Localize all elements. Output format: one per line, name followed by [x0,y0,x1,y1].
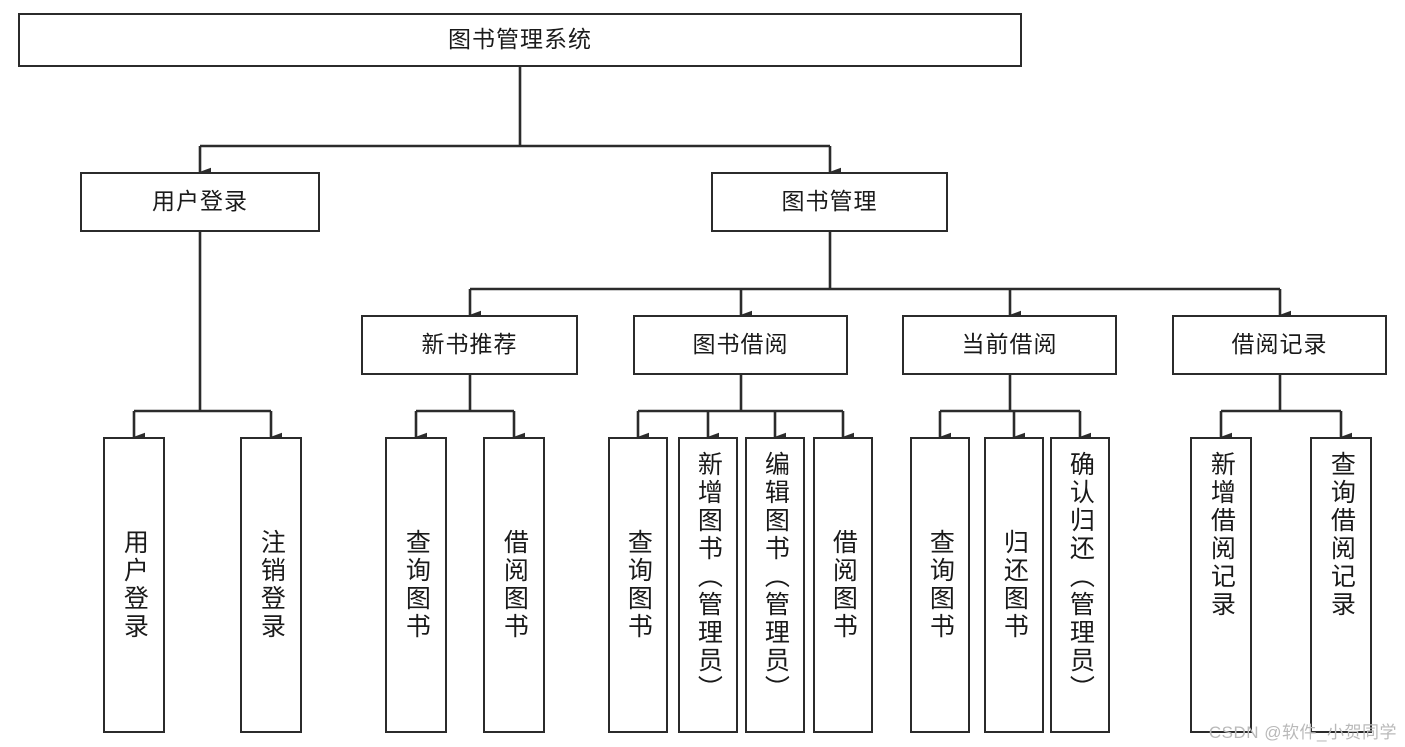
node-label: 编辑图书（管理员） [761,451,790,703]
node-leaf-bor-1[interactable]: 查询图书 [608,437,668,733]
node-label: 用户登录 [120,529,149,641]
node-borrow[interactable]: 图书借阅 [633,315,848,375]
node-root[interactable]: 图书管理系统 [18,13,1022,67]
node-label: 注销登录 [257,529,286,641]
node-bookmgmt[interactable]: 图书管理 [711,172,948,232]
node-leaf-cur-2[interactable]: 归还图书 [984,437,1044,733]
node-label: 新增图书（管理员） [694,451,723,703]
node-label: 借阅记录 [1231,331,1328,358]
node-leaf-new-1[interactable]: 查询图书 [385,437,447,733]
node-leaf-cur-3[interactable]: 确认归还（管理员） [1050,437,1110,733]
node-label: 当前借阅 [961,331,1058,358]
node-label: 查询图书 [402,529,431,641]
node-current[interactable]: 当前借阅 [902,315,1117,375]
node-leaf-bor-2[interactable]: 新增图书（管理员） [678,437,738,733]
node-leaf-rec-2[interactable]: 查询借阅记录 [1310,437,1372,733]
node-label: 用户登录 [152,188,248,215]
node-label: 新书推荐 [421,331,518,358]
node-leaf-login-2[interactable]: 注销登录 [240,437,302,733]
node-label: 图书管理 [781,188,878,215]
node-leaf-bor-4[interactable]: 借阅图书 [813,437,873,733]
node-label: 确认归还（管理员） [1066,451,1095,703]
node-label: 查询图书 [624,529,653,641]
node-label: 借阅图书 [829,529,858,641]
node-label: 借阅图书 [500,529,529,641]
node-records[interactable]: 借阅记录 [1172,315,1387,375]
node-leaf-new-2[interactable]: 借阅图书 [483,437,545,733]
node-label: 新增借阅记录 [1207,451,1236,619]
node-leaf-rec-1[interactable]: 新增借阅记录 [1190,437,1252,733]
node-leaf-bor-3[interactable]: 编辑图书（管理员） [745,437,805,733]
node-label: 查询图书 [926,529,955,641]
node-leaf-login-1[interactable]: 用户登录 [103,437,165,733]
node-label: 图书管理系统 [448,26,592,53]
node-login[interactable]: 用户登录 [80,172,320,232]
node-leaf-cur-1[interactable]: 查询图书 [910,437,970,733]
node-label: 查询借阅记录 [1327,451,1356,619]
node-newbook[interactable]: 新书推荐 [361,315,578,375]
node-label: 图书借阅 [692,331,789,358]
node-label: 归还图书 [1000,529,1029,641]
